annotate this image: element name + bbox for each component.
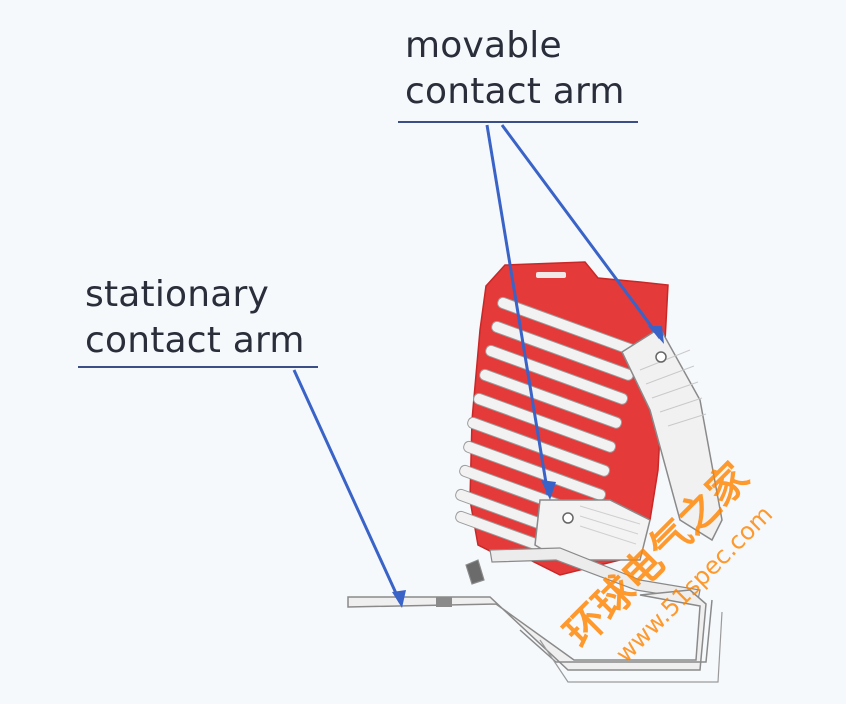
movable-contact-arm-upper [621, 326, 723, 542]
leader-lines [292, 124, 662, 603]
arrowhead-movable-upper [648, 326, 664, 344]
movable-contact-arm-lower [534, 499, 651, 561]
leader-line-movable-upper [500, 124, 662, 339]
arrowhead-movable-lower [541, 480, 556, 500]
arc-chute-slot [536, 272, 566, 278]
stationary-contact-arm-bar [347, 589, 723, 683]
stationary-contact-arm-label: stationary contact arm [85, 272, 305, 364]
leader-line-movable-lower [485, 124, 550, 496]
movable-label-underline [398, 121, 638, 123]
movable-label-line2: contact arm [405, 71, 625, 112]
stationary-label-underline [78, 366, 318, 368]
stationary-label-line1: stationary [85, 274, 270, 315]
arrowhead-stationary [392, 590, 406, 608]
stationary-label-line2: contact arm [85, 320, 305, 361]
leader-line-stationary [292, 369, 402, 603]
movable-label-line1: movable [405, 25, 562, 66]
movable-contact-arm-label: movable contact arm [405, 23, 625, 115]
